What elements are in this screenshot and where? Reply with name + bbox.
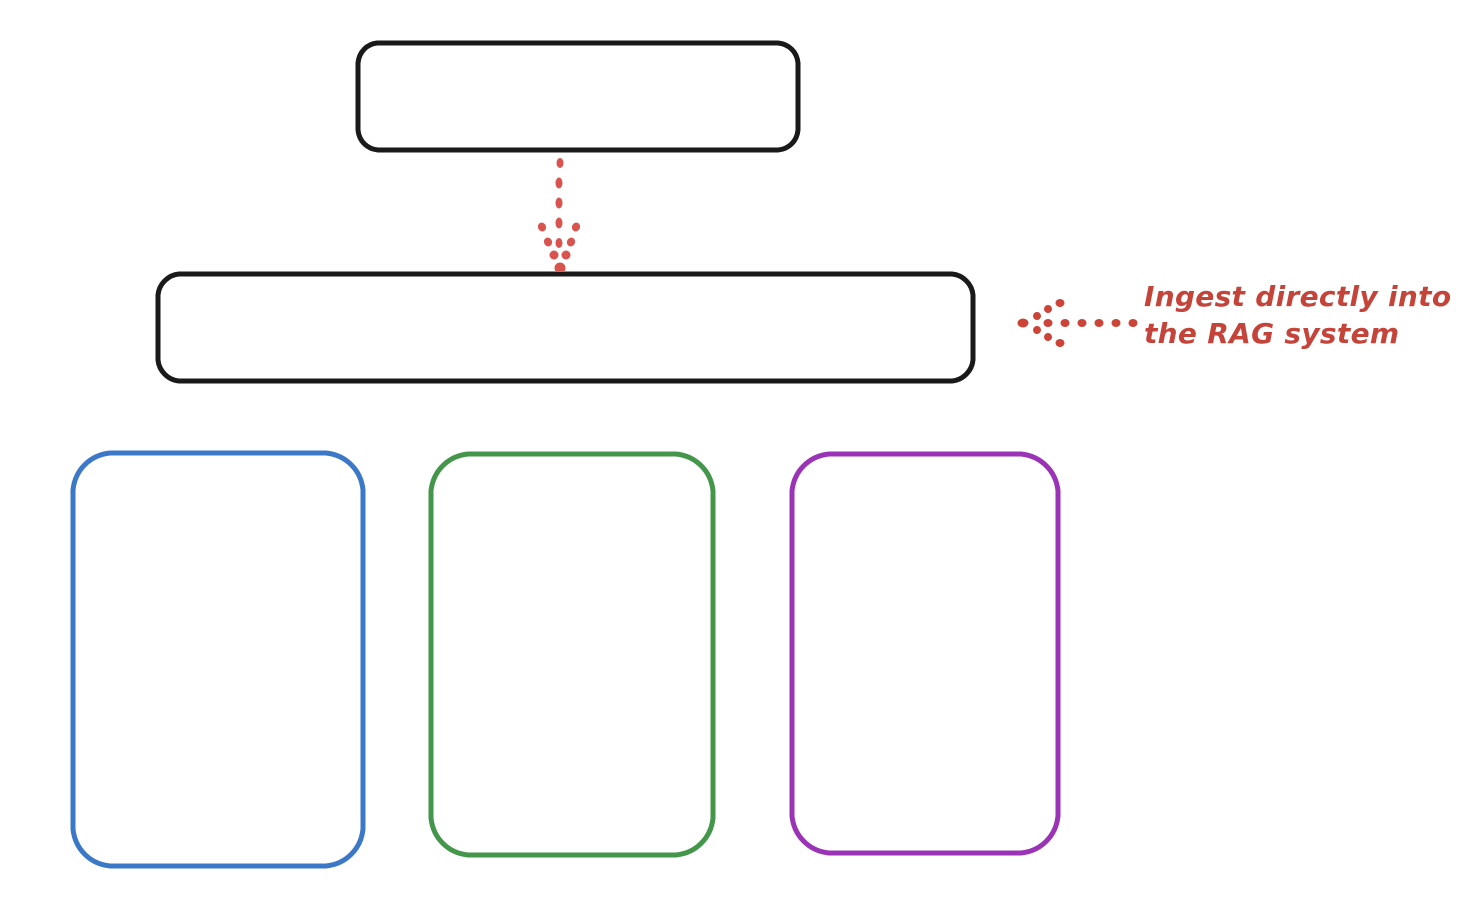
ingest-arrow-icon: [1017, 299, 1138, 347]
node-rag-tool[interactable]: RAG Tool: [155, 271, 976, 384]
node-relational-io-label: RelationalIO (insert_sql, query_sql) SQL…: [835, 573, 1015, 733]
node-relational-io[interactable]: RelationalIO (insert_sql, query_sql) SQL…: [789, 451, 1061, 856]
node-agent[interactable]: AGENT: [355, 40, 801, 153]
agent-to-rag-tool-arrow: [537, 158, 581, 274]
node-vector-io[interactable]: VectorIO (insert_chunks, delete_chunks, …: [70, 450, 366, 869]
node-agent-label: AGENT: [521, 80, 635, 112]
ingest-annotation-text: Ingest directly into the RAG system: [1144, 280, 1452, 351]
node-rag-tool-label: RAG Tool: [504, 311, 627, 343]
node-key-value-io[interactable]: KeyValueIO (set_key, delete_key, get) Ke…: [428, 451, 716, 858]
node-vector-io-label: VectorIO (insert_chunks, delete_chunks, …: [106, 563, 330, 755]
node-key-value-io-label: KeyValueIO (set_key, delete_key, get) Ke…: [455, 574, 689, 734]
